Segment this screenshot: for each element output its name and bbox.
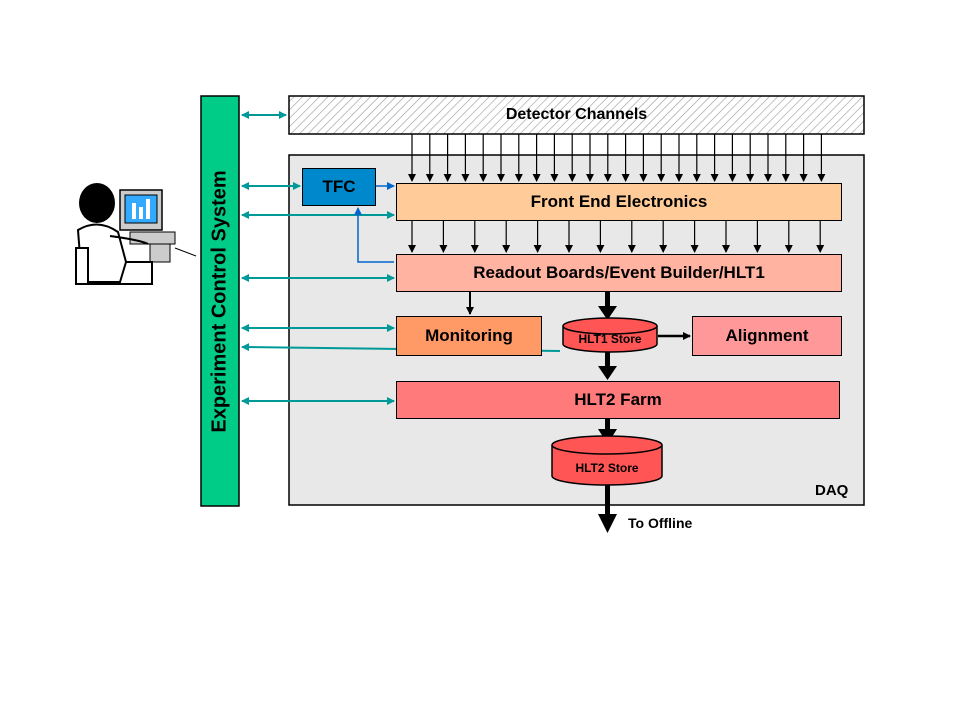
detector-channels-label: Detector Channels	[289, 96, 864, 134]
detector-channel-arrows	[408, 134, 826, 182]
detector-channels-box	[288, 95, 865, 135]
fee-label: Front End Electronics	[530, 192, 708, 211]
hlt2-store-label: HLT2 Store	[575, 461, 639, 475]
hlt2-store-cylinder	[551, 435, 663, 486]
fee-channel-arrows	[408, 221, 825, 253]
hlt1-store-cylinder	[562, 317, 658, 353]
daq-label: DAQ	[815, 482, 849, 499]
monitoring-box: Monitoring	[396, 316, 542, 356]
front-end-electronics-box: Front End Electronics	[396, 183, 842, 221]
tfc-timing-arrows	[354, 182, 395, 263]
readout-boards-box: Readout Boards/Event Builder/HLT1	[396, 254, 842, 292]
alignment-box: Alignment	[692, 316, 842, 356]
ecs-label-text: Experiment Control System	[208, 169, 231, 433]
ecs-bar	[200, 95, 240, 507]
hlt1-store-label: HLT1 Store	[578, 332, 642, 346]
monitoring-label: Monitoring	[425, 326, 513, 345]
detector-label-text: Detector Channels	[505, 106, 648, 123]
tfc-label: TFC	[322, 177, 356, 196]
hlt2-farm-box: HLT2 Farm	[396, 381, 840, 419]
ecs-label: Experiment Control System	[200, 96, 240, 506]
tfc-box: TFC	[302, 168, 376, 206]
alignment-label: Alignment	[725, 326, 809, 345]
readout-label: Readout Boards/Event Builder/HLT1	[473, 263, 765, 282]
to-offline-label: To Offline	[628, 515, 693, 531]
hlt2-farm-label: HLT2 Farm	[574, 390, 662, 409]
operator-workstation-icon	[75, 183, 197, 285]
